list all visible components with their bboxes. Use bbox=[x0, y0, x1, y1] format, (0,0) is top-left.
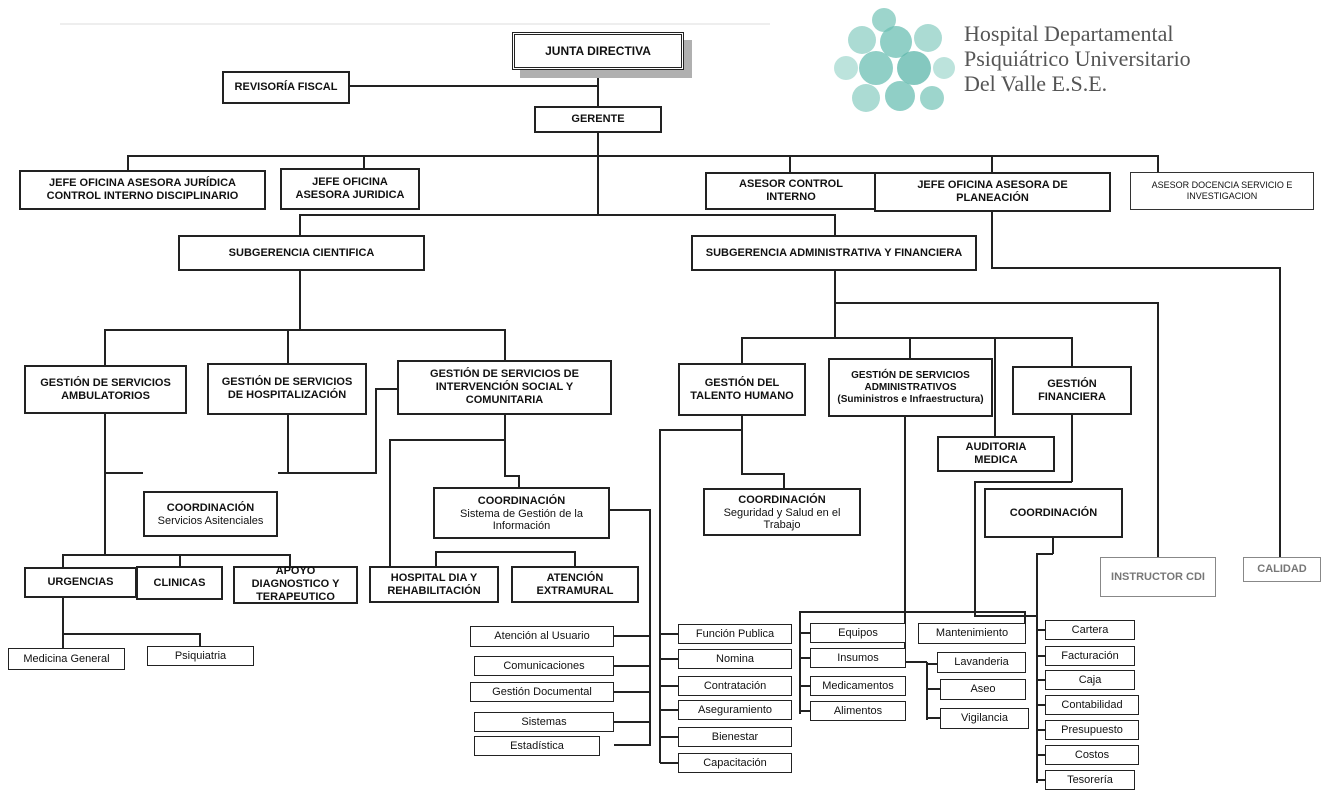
list-item-comunicaciones: Comunicaciones bbox=[474, 656, 614, 676]
docencia-box: ASESOR DOCENCIA SERVICIO E INVESTIGACION bbox=[1130, 172, 1314, 210]
psiquiatria-box: Psiquiatria bbox=[147, 646, 254, 666]
coordinacion-sst-box: COORDINACIÓN Seguridad y Salud en el Tra… bbox=[703, 488, 861, 536]
list-item-facturacion: Facturación bbox=[1045, 646, 1135, 666]
control-interno-box: ASESOR CONTROL INTERNO bbox=[705, 172, 877, 210]
list-item-sistemas: Sistemas bbox=[474, 712, 614, 732]
list-item-contabilidad: Contabilidad bbox=[1045, 695, 1139, 715]
junta-directiva-box: JUNTA DIRECTIVA bbox=[512, 32, 684, 70]
apoyo-diagnostico-box: APOYO DIAGNOSTICO Y TERAPEUTICO bbox=[233, 565, 358, 604]
list-item-vigilancia: Vigilancia bbox=[940, 708, 1029, 729]
list-item-funcion-publica: Función Publica bbox=[678, 624, 792, 644]
planeacion-box: JEFE OFICINA ASESORA DE PLANEACIÓN bbox=[874, 172, 1111, 212]
list-item-lavanderia: Lavanderia bbox=[937, 652, 1026, 673]
coord-info-subtitle: Sistema de Gestión de la Información bbox=[460, 507, 583, 532]
medicina-general-box: Medicina General bbox=[8, 648, 125, 670]
list-item-caja: Caja bbox=[1045, 670, 1135, 690]
list-item-presupuesto: Presupuesto bbox=[1045, 720, 1139, 740]
hospital-name-line-3: Del Valle E.S.E. bbox=[964, 71, 1108, 96]
hospital-dia-box: HOSPITAL DIA Y REHABILITACIÓN bbox=[369, 566, 499, 603]
gestion-hospitalizacion-box: GESTIÓN DE SERVICIOS DE HOSPITALIZACIÓN bbox=[207, 363, 367, 415]
urgencias-box: URGENCIAS bbox=[24, 567, 137, 598]
servicios-admin-subtitle: (Suministros e Infraestructura) bbox=[837, 393, 984, 405]
list-item-bienestar: Bienestar bbox=[678, 727, 792, 747]
list-item-capacitacion: Capacitación bbox=[678, 753, 792, 773]
gestion-talento-box: GESTIÓN DEL TALENTO HUMANO bbox=[678, 363, 806, 416]
gestion-ambulatorios-box: GESTIÓN DE SERVICIOS AMBULATORIOS bbox=[24, 365, 187, 414]
list-item-tesoreria: Tesorería bbox=[1045, 770, 1135, 790]
coordinacion-financiera-box: COORDINACIÓN bbox=[984, 488, 1123, 538]
gestion-servicios-admin-box: GESTIÓN DE SERVICIOS ADMINISTRATIVOS (Su… bbox=[828, 358, 993, 417]
subgerencia-cientifica-box: SUBGERENCIA CIENTIFICA bbox=[178, 235, 425, 271]
servicios-admin-title: GESTIÓN DE SERVICIOS ADMINISTRATIVOS bbox=[851, 369, 970, 393]
coord-sst-title: COORDINACIÓN bbox=[738, 493, 826, 506]
atencion-extramural-box: ATENCIÓN EXTRAMURAL bbox=[511, 566, 639, 603]
list-item-cartera: Cartera bbox=[1045, 620, 1135, 640]
subgerencia-administrativa-box: SUBGERENCIA ADMINISTRATIVA Y FINANCIERA bbox=[691, 235, 977, 271]
auditoria-medica-box: AUDITORIA MEDICA bbox=[937, 436, 1055, 472]
list-item-aseo: Aseo bbox=[940, 679, 1026, 700]
list-item-gestion-documental: Gestión Documental bbox=[470, 682, 614, 702]
list-item-nomina: Nomina bbox=[678, 649, 792, 669]
juridica-control-box: JEFE OFICINA ASESORA JURÍDICA CONTROL IN… bbox=[19, 170, 266, 210]
coord-asist-subtitle: Servicios Asitenciales bbox=[157, 514, 264, 527]
list-item-equipos: Equipos bbox=[810, 623, 906, 643]
hospital-name-line-2: Psiquiátrico Universitario bbox=[964, 46, 1191, 71]
logo-circles bbox=[834, 8, 955, 112]
list-item-atencion-usuario: Atención al Usuario bbox=[470, 626, 614, 647]
list-item-insumos: Insumos bbox=[810, 648, 906, 668]
revisoria-fiscal-box: REVISORÍA FISCAL bbox=[222, 71, 350, 104]
clinicas-box: CLINICAS bbox=[136, 566, 223, 600]
coord-info-title: COORDINACIÓN bbox=[477, 494, 566, 507]
list-item-medicamentos: Medicamentos bbox=[810, 676, 906, 696]
list-item-alimentos: Alimentos bbox=[810, 701, 906, 721]
list-item-costos: Costos bbox=[1045, 745, 1139, 765]
calidad-box: CALIDAD bbox=[1243, 557, 1321, 582]
coord-asist-title: COORDINACIÓN bbox=[166, 501, 255, 514]
gestion-financiera-box: GESTIÓN FINANCIERA bbox=[1012, 366, 1132, 415]
list-item-estadistica: Estadística bbox=[474, 736, 600, 756]
gestion-intervencion-box: GESTIÓN DE SERVICIOS DE INTERVENCIÓN SOC… bbox=[397, 360, 612, 415]
list-item-contratacion: Contratación bbox=[678, 676, 792, 696]
gerente-box: GERENTE bbox=[534, 106, 662, 133]
coordinacion-asistenciales-box: COORDINACIÓN Servicios Asitenciales bbox=[143, 491, 278, 537]
juridica-box: JEFE OFICINA ASESORA JURIDICA bbox=[280, 168, 420, 210]
coord-sst-subtitle: Seguridad y Salud en el Trabajo bbox=[723, 506, 841, 531]
coordinacion-informacion-box: COORDINACIÓN Sistema de Gestión de la In… bbox=[433, 487, 610, 539]
instructor-cdi-box: INSTRUCTOR CDI bbox=[1100, 557, 1216, 597]
hospital-logo bbox=[834, 8, 955, 112]
list-item-mantenimiento: Mantenimiento bbox=[918, 623, 1026, 644]
hospital-name-line-1: Hospital Departamental bbox=[964, 21, 1174, 46]
list-item-aseguramiento: Aseguramiento bbox=[678, 700, 792, 720]
